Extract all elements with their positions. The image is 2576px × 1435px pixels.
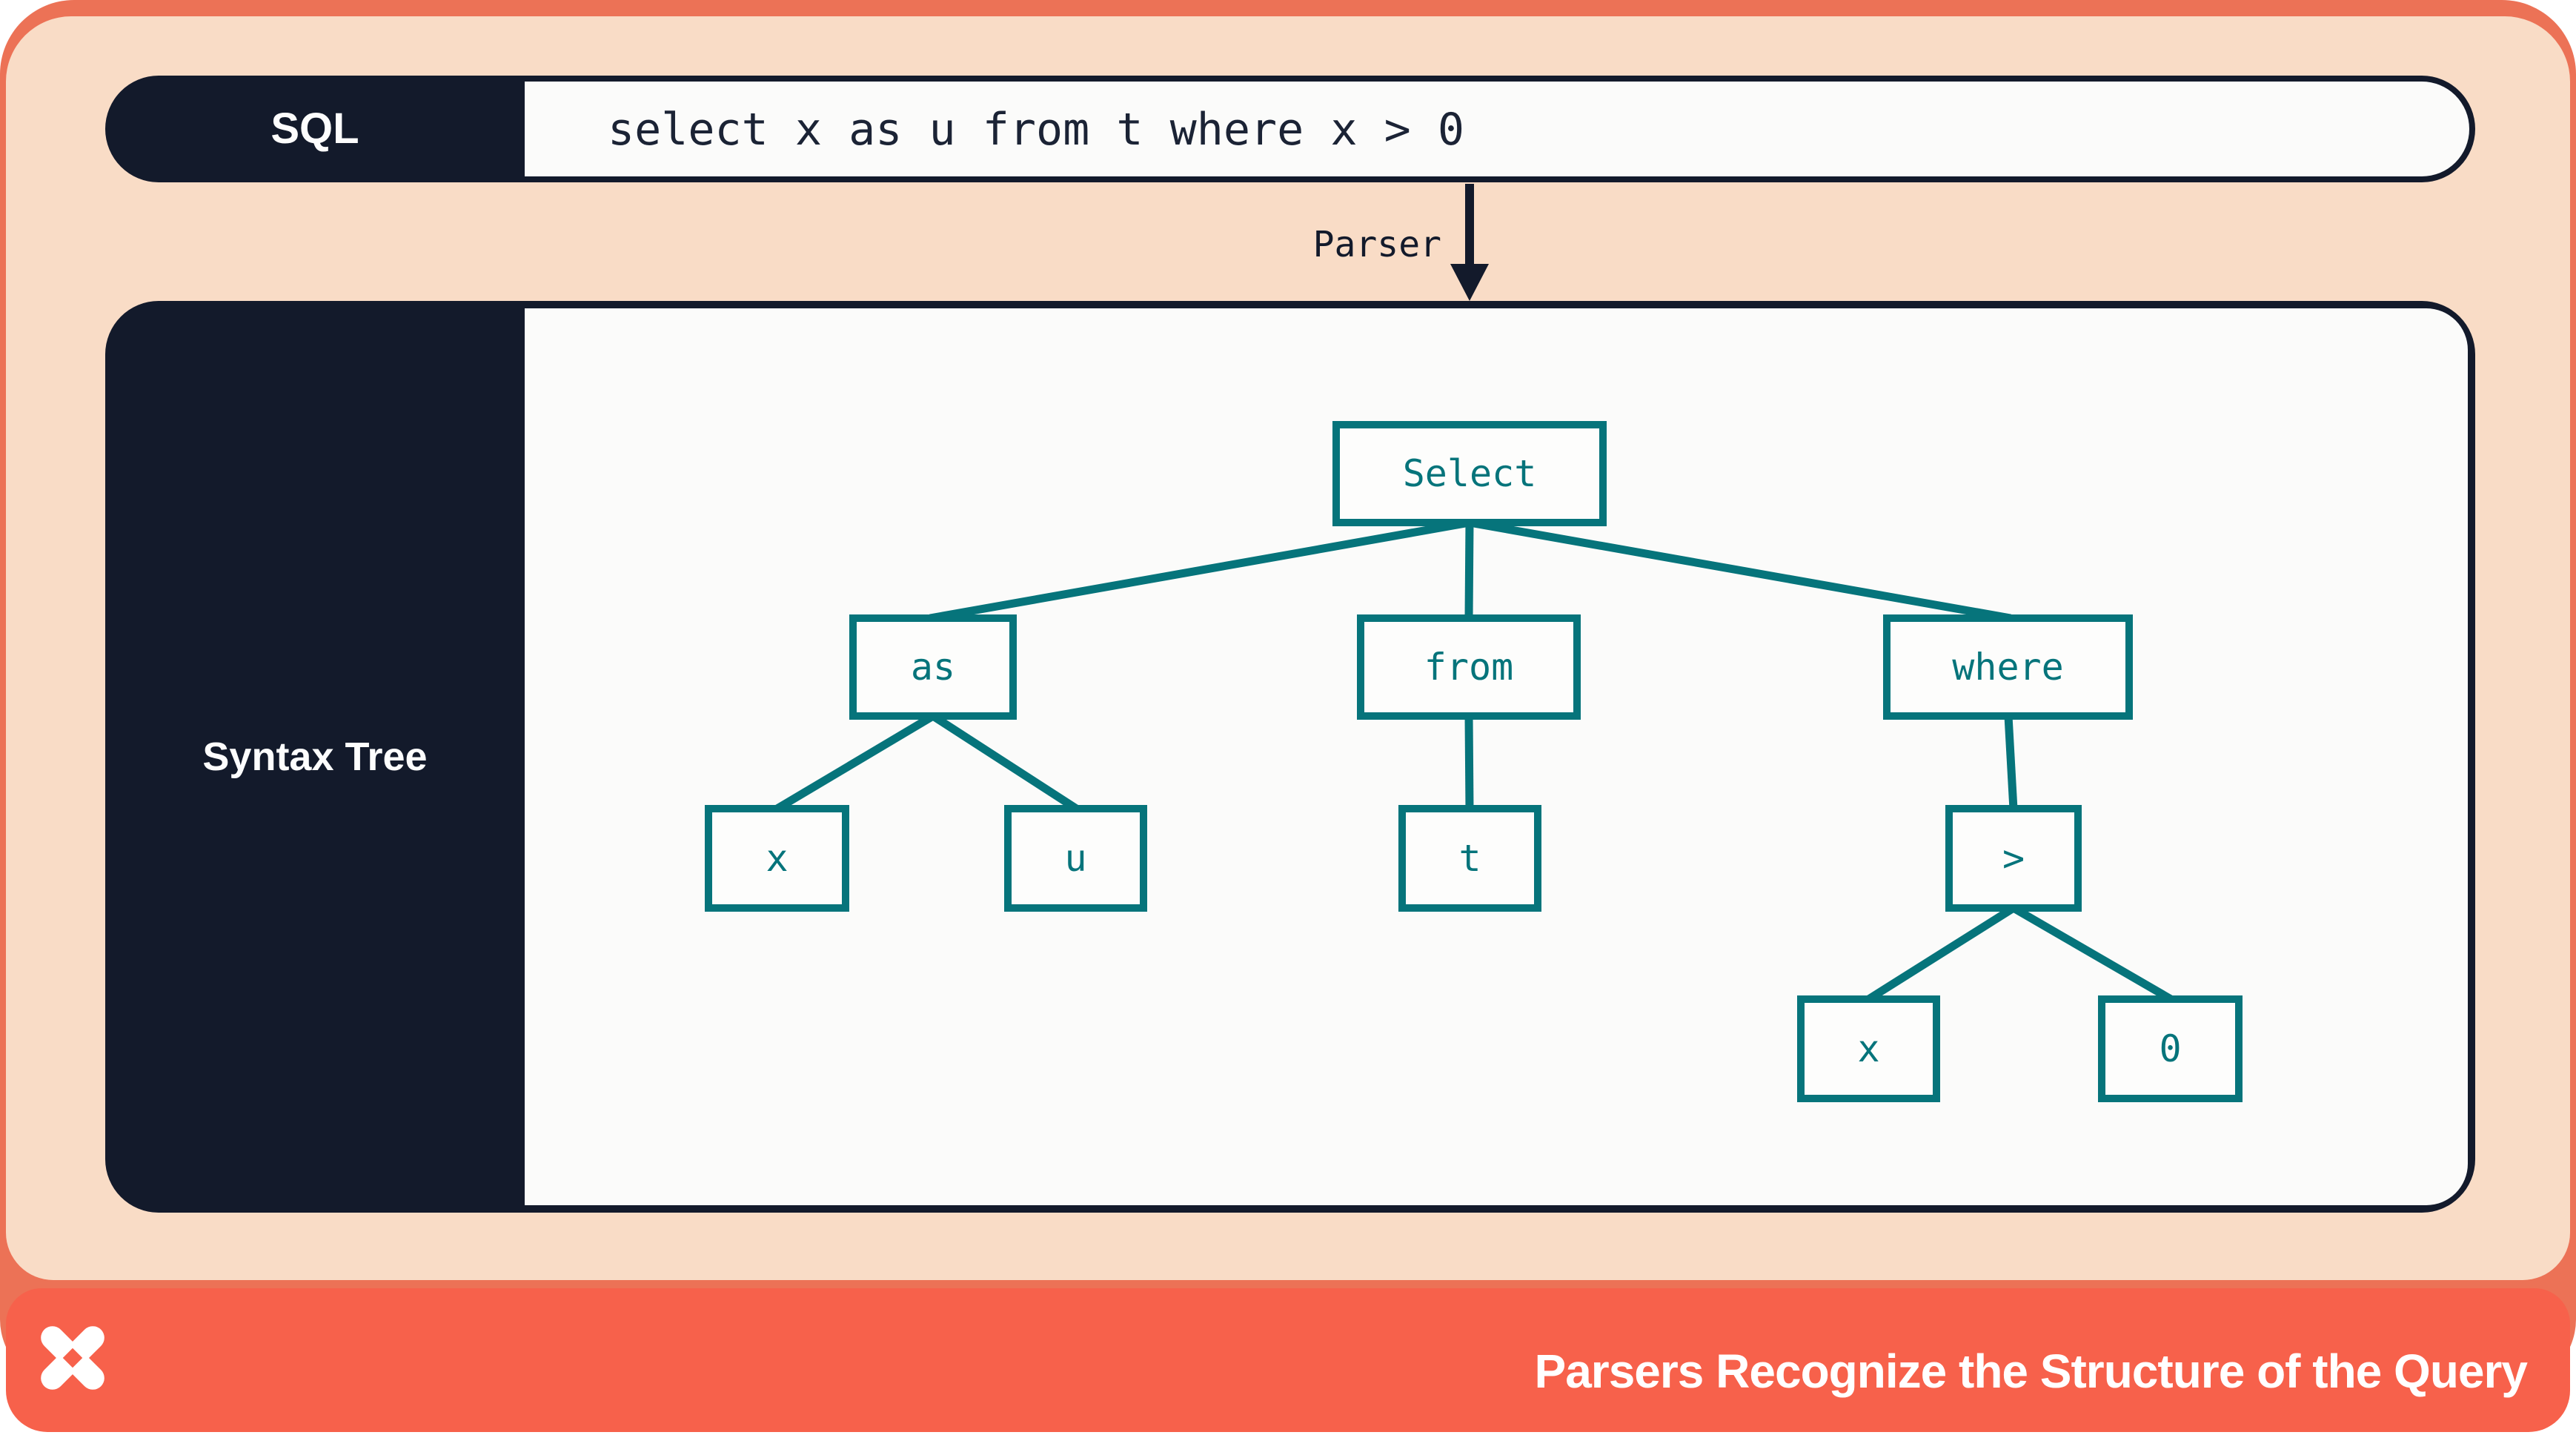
- tree-node-t: t: [1398, 805, 1541, 912]
- footer-title: Parsers Recognize the Structure of the Q…: [1534, 1345, 2528, 1398]
- tree-node-label: u: [1064, 837, 1087, 880]
- tree-node-zero: 0: [2098, 995, 2243, 1102]
- tree-node-label: x: [766, 837, 789, 880]
- parser-label: Parser: [1312, 224, 1441, 265]
- sql-query-text: select x as u from t where x > 0: [608, 104, 1464, 156]
- tree-node-label: x: [1857, 1027, 1880, 1070]
- dolt-logo-icon: [41, 1326, 104, 1390]
- footer-bar: [6, 1288, 2570, 1432]
- tree-node-label: where: [1952, 646, 2064, 689]
- tree-node-as: as: [849, 614, 1017, 720]
- tree-node-x2: x: [1797, 995, 1940, 1102]
- tree-node-label: >: [2002, 837, 2025, 880]
- tree-node-label: as: [910, 646, 956, 689]
- tree-node-select: Select: [1332, 421, 1607, 526]
- syntax-tree-label: Syntax Tree: [202, 735, 428, 779]
- tree-node-label: from: [1424, 646, 1514, 689]
- tree-node-label: t: [1458, 837, 1481, 880]
- sql-bar-label: SQL: [270, 105, 359, 153]
- tree-node-label: 0: [2159, 1027, 2182, 1070]
- sql-query-box: select x as u from t where x > 0: [525, 82, 2469, 176]
- tree-node-x: x: [705, 805, 849, 912]
- tree-node-from: from: [1357, 614, 1581, 720]
- tree-node-label: Select: [1402, 452, 1537, 495]
- tree-node-where: where: [1883, 614, 2133, 720]
- tree-node-u: u: [1004, 805, 1147, 912]
- tree-node-gt: >: [1945, 805, 2082, 912]
